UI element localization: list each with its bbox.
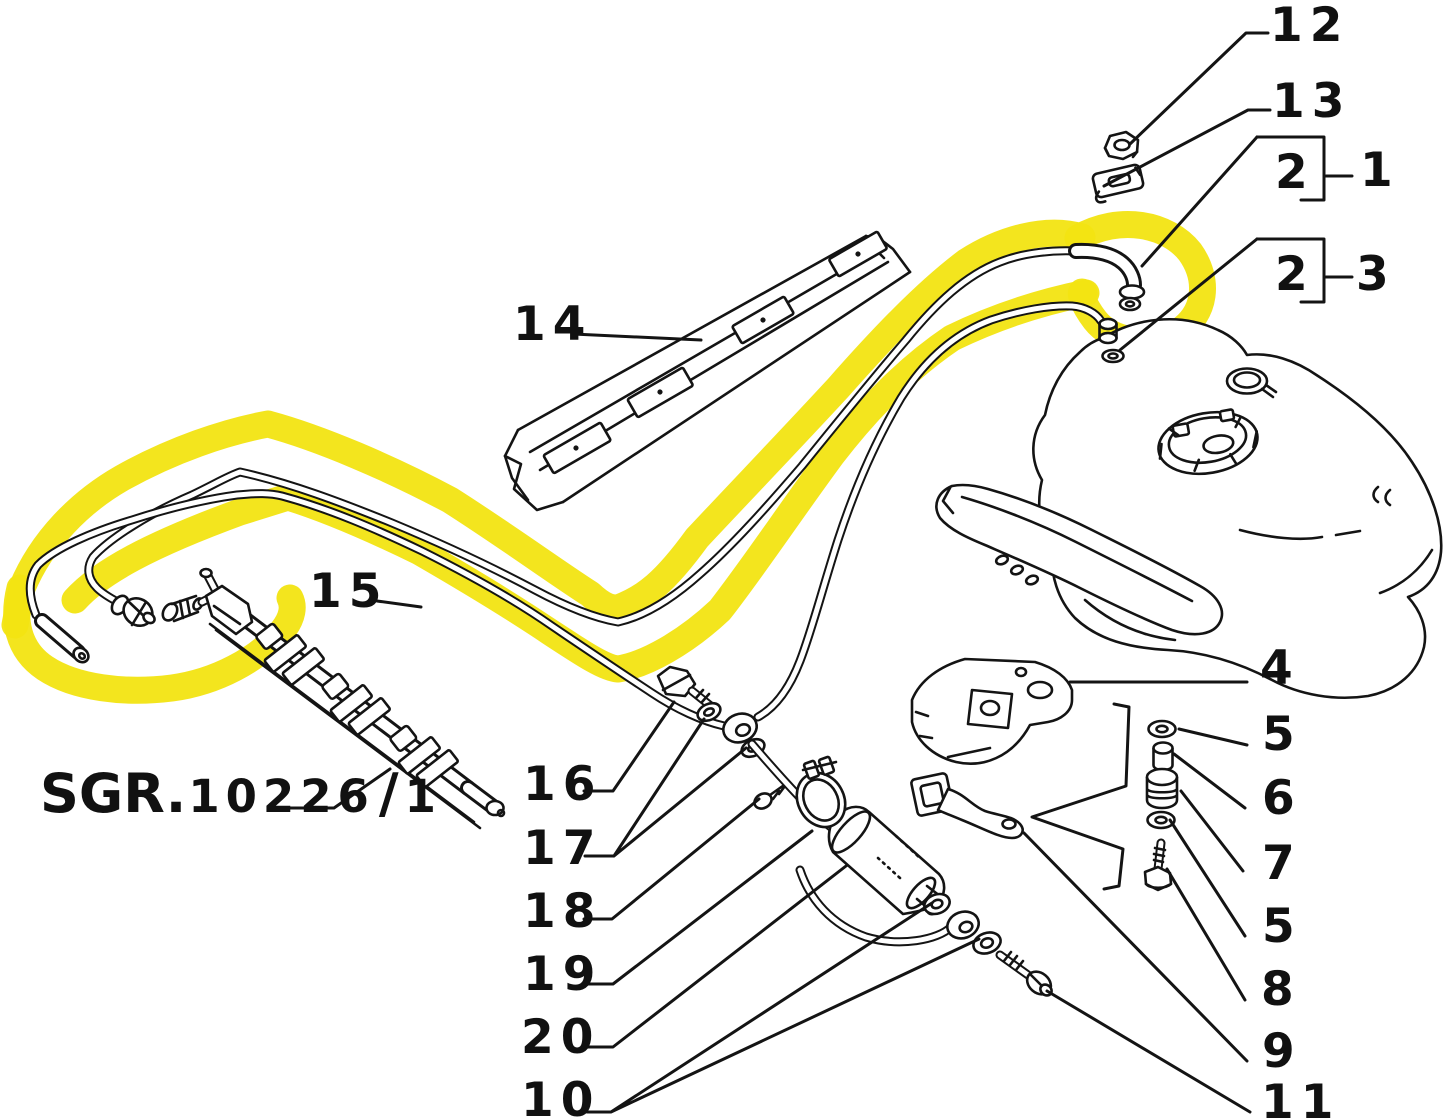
leader-16 [582, 700, 676, 793]
washer-2-upper [1118, 296, 1142, 312]
cover-clamp-3 [731, 295, 795, 345]
tank-shield-plate [935, 483, 1224, 636]
callout-3: 3 [1356, 247, 1396, 302]
mounting-bracket-4 [910, 657, 1074, 765]
leader-8 [1165, 867, 1247, 1002]
callout-19: 19 [523, 947, 602, 1002]
callout-5-upper: 5 [1262, 707, 1302, 762]
tank-filler-cap [1225, 367, 1278, 399]
callout-15: 15 [309, 564, 388, 619]
leader-10 [585, 901, 981, 1114]
leader-15 [375, 599, 423, 609]
bolt-8 [1143, 838, 1173, 892]
leader-19 [583, 829, 814, 986]
tank-notch-marks [1372, 485, 1392, 507]
tank-crease-line [1238, 528, 1362, 541]
highlight-band-upper [1, 219, 1096, 639]
washer-5-lower [1146, 810, 1176, 830]
leader-lines [270, 31, 1354, 1114]
callout-4: 4 [1260, 641, 1300, 696]
cover-clamp-4 [828, 230, 888, 278]
stack-brace [1030, 702, 1131, 891]
callout-18: 18 [523, 884, 602, 939]
leader-12 [1128, 31, 1270, 146]
rail-clamp-cluster-2 [321, 672, 391, 736]
leader-7 [1179, 789, 1245, 873]
leader-11 [1045, 989, 1252, 1114]
leader-20 [583, 864, 848, 1049]
callout-2-upper: 2 [1275, 145, 1315, 200]
pipe-end-union-nut [110, 594, 156, 627]
cover-clamp-1 [542, 421, 612, 475]
leader-2-upper [1140, 135, 1259, 268]
tank-lobe-line [1378, 548, 1434, 595]
callout-labels: 12 13 2 1 2 3 14 15 16 17 18 19 20 10 4 … [40, 0, 1400, 1119]
leader-9 [1022, 831, 1249, 1063]
highlight-hook-left [3, 574, 306, 704]
callout-10: 10 [521, 1073, 600, 1119]
callout-7: 7 [1262, 836, 1302, 891]
spacer-6 [1152, 741, 1174, 772]
callout-9: 9 [1262, 1024, 1302, 1079]
callout-8: 8 [1261, 962, 1301, 1017]
callout-17: 17 [523, 821, 602, 876]
washer-10-lower [972, 931, 1002, 955]
tank-sender-flange-ring [1157, 408, 1259, 476]
banjo-bolt-11 [995, 950, 1053, 997]
fuel-pipe-upper [84, 246, 1081, 627]
callout-14: 14 [513, 297, 592, 352]
leader-5-lower [1168, 818, 1247, 938]
callout-1: 1 [1360, 143, 1400, 198]
leader-6 [1172, 752, 1247, 810]
leader-14 [571, 332, 703, 342]
mount-stack [1143, 719, 1179, 892]
rail-clamp-cluster-3 [389, 724, 459, 788]
bleed-screw-18 [753, 781, 789, 810]
callout-5-lower: 5 [1262, 899, 1302, 954]
pipe-cover-cross-member [503, 230, 912, 512]
group-bracket-1 [1255, 135, 1354, 202]
rail-clamp-cluster-1 [255, 622, 325, 686]
washer-17-upper [696, 701, 722, 723]
callout-20: 20 [521, 1010, 600, 1065]
cover-clamp-2 [626, 366, 694, 419]
callout-16: 16 [523, 757, 602, 812]
leader-sgr [270, 767, 392, 810]
leader-5-upper [1177, 727, 1249, 747]
callout-2-lower: 2 [1275, 247, 1315, 302]
assembly-code-label: SGR.10226/1 [40, 762, 442, 825]
banjo-union-eye [722, 712, 758, 744]
tank-bottom-line [1083, 598, 1177, 642]
fuel-rail [199, 567, 506, 830]
banjo-eye-outlet [946, 910, 980, 940]
rail-head-block [204, 584, 254, 636]
pipe-stub-fitting [1098, 317, 1125, 364]
leader-13 [1102, 108, 1272, 188]
washer-5-upper [1147, 719, 1177, 739]
fuel-tank [1032, 317, 1443, 699]
leader-18 [582, 797, 761, 921]
fuel-pipe-lower [25, 301, 1106, 731]
leader-2-lower [1118, 237, 1259, 352]
callout-13: 13 [1272, 74, 1351, 129]
rubber-grommet-7 [1145, 767, 1179, 810]
pipe-end-hose-sleeve [34, 613, 90, 664]
group-bracket-3 [1255, 237, 1354, 304]
leader-17 [583, 717, 748, 858]
mounting-nut [1103, 130, 1140, 161]
callout-12: 12 [1270, 0, 1349, 53]
pipe-elbow-fitting [1068, 242, 1146, 312]
support-strap-9 [910, 772, 1024, 840]
callout-6: 6 [1262, 771, 1302, 826]
filter-clamp-19 [795, 755, 847, 829]
washer-2-lower [1101, 348, 1125, 364]
callout-11: 11 [1261, 1075, 1340, 1119]
